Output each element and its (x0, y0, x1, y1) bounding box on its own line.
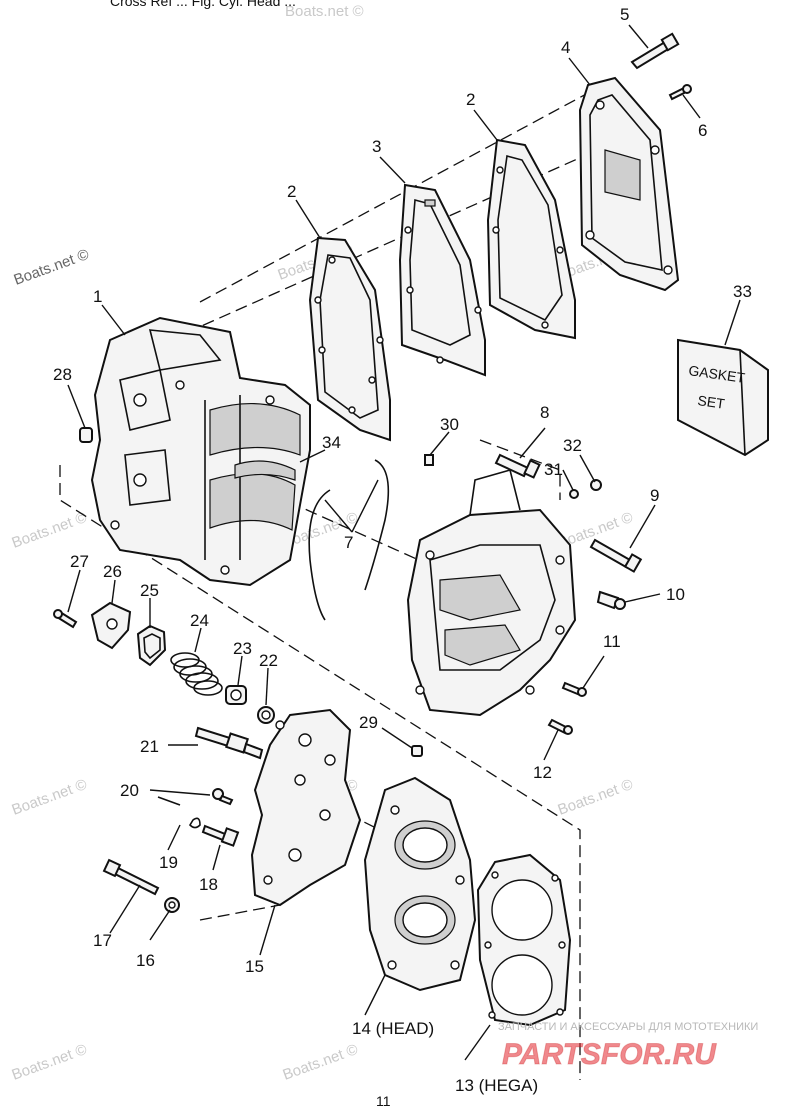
boats-watermark: Boats.net © (10, 509, 90, 552)
gasket-middle-part (398, 183, 486, 377)
callout-33: 33 (733, 282, 752, 301)
callout-2: 2 (466, 90, 475, 109)
callout-17: 17 (93, 931, 112, 950)
gasket-box-label: SET (697, 392, 727, 412)
thermostat-cover-part (90, 601, 132, 650)
washer-inner (168, 901, 176, 909)
pin-part (424, 454, 434, 466)
callout-6: 6 (698, 121, 707, 140)
dowel-pin-part (79, 427, 93, 443)
bolt-part (561, 681, 587, 697)
callout-32: 32 (563, 436, 582, 455)
callout-26: 26 (103, 562, 122, 581)
callout-16: 16 (136, 951, 155, 970)
cylinder-head-part (363, 776, 477, 992)
boats-watermark: Boats.net © (281, 1041, 361, 1084)
brand-caption: ЗАПЧАСТИ И АКСЕССУАРЫ ДЛЯ МОТОТЕХНИКИ (498, 1021, 758, 1033)
callout-1: 1 (93, 287, 102, 306)
clip-part (188, 817, 201, 829)
head-cover-part (250, 708, 362, 907)
callout-20: 20 (120, 781, 139, 800)
thermostat-gasket-part (136, 624, 167, 667)
exhaust-manifold-part (406, 469, 577, 717)
callout-18: 18 (199, 875, 218, 894)
callout-23: 23 (233, 639, 252, 658)
callout-29: 29 (359, 713, 378, 732)
boats-watermark: Boats.net © (285, 3, 364, 20)
spark-plug-part (194, 726, 264, 760)
callout-5: 5 (620, 5, 629, 24)
bolt-part (589, 538, 643, 573)
page-number: 11 (376, 1093, 391, 1109)
washer-part (569, 489, 579, 499)
boats-watermark: Boats.net © (10, 776, 90, 819)
callout-19: 19 (159, 853, 178, 872)
washer-part (590, 479, 602, 491)
cylinder-block-part (90, 316, 311, 587)
sensor-part (201, 824, 240, 847)
header-text: Cross Ref ... Fig. Cyl. Head ... (110, 0, 296, 9)
washer-inner (261, 710, 271, 720)
screw-part (668, 84, 692, 101)
callout-4: 4 (561, 38, 570, 57)
callout-30: 30 (440, 415, 459, 434)
callout-22: 22 (259, 651, 278, 670)
gasket-set-box: GASKET SET (677, 338, 769, 457)
gasket-right-part (486, 138, 576, 340)
hose-part (308, 459, 390, 621)
callout-8: 8 (540, 403, 549, 422)
callout-31: 31 (544, 460, 563, 479)
callout-25: 25 (140, 581, 159, 600)
callout-2: 2 (287, 182, 296, 201)
callout-3: 3 (372, 137, 381, 156)
callout-10: 10 (666, 585, 685, 604)
callout-21: 21 (140, 737, 159, 756)
plug-part (411, 745, 423, 757)
boats-watermark: Boats.net © (556, 776, 636, 819)
callout-15: 15 (245, 957, 264, 976)
cover-plate-part (578, 76, 680, 292)
bolt-part (630, 32, 680, 70)
callout-28: 28 (53, 365, 72, 384)
callout-9: 9 (650, 486, 659, 505)
screw-part (53, 609, 78, 629)
callout-24: 24 (190, 611, 209, 630)
gasket-box-label: GASKET (688, 362, 747, 386)
cotter-pin-part (157, 796, 181, 806)
leader-lines (67, 24, 741, 1061)
callout-27: 27 (70, 552, 89, 571)
callout-labels: 1 2 3 2 4 5 6 33 28 34 30 8 32 31 7 9 10… (53, 5, 752, 1095)
callout-12: 12 (533, 763, 552, 782)
bolt-part (494, 453, 541, 479)
brand-watermark: ЗАПЧАСТИ И АКСЕССУАРЫ ДЛЯ МОТОТЕХНИКИ PA… (498, 1021, 758, 1072)
boats-watermark: Boats.net © (10, 1041, 90, 1084)
callout-11: 11 (603, 632, 621, 651)
spring-part (170, 652, 223, 696)
callout-13: 13 (HEGA) (455, 1076, 538, 1095)
fitting-part (596, 590, 626, 610)
boats-watermark: Boats.net © (12, 246, 92, 289)
callout-7: 7 (344, 533, 353, 552)
bolt-part (547, 718, 573, 735)
callout-14: 14 (HEAD) (352, 1019, 434, 1038)
head-gasket-part (476, 853, 572, 1027)
gasket-left-part (308, 236, 391, 442)
thermostat-part (225, 685, 247, 705)
bolt-part (102, 858, 160, 896)
screw-part (212, 788, 234, 806)
callout-34: 34 (322, 433, 341, 452)
baffle-part (234, 460, 296, 481)
brand-name: PARTSFOR.RU (502, 1038, 717, 1071)
